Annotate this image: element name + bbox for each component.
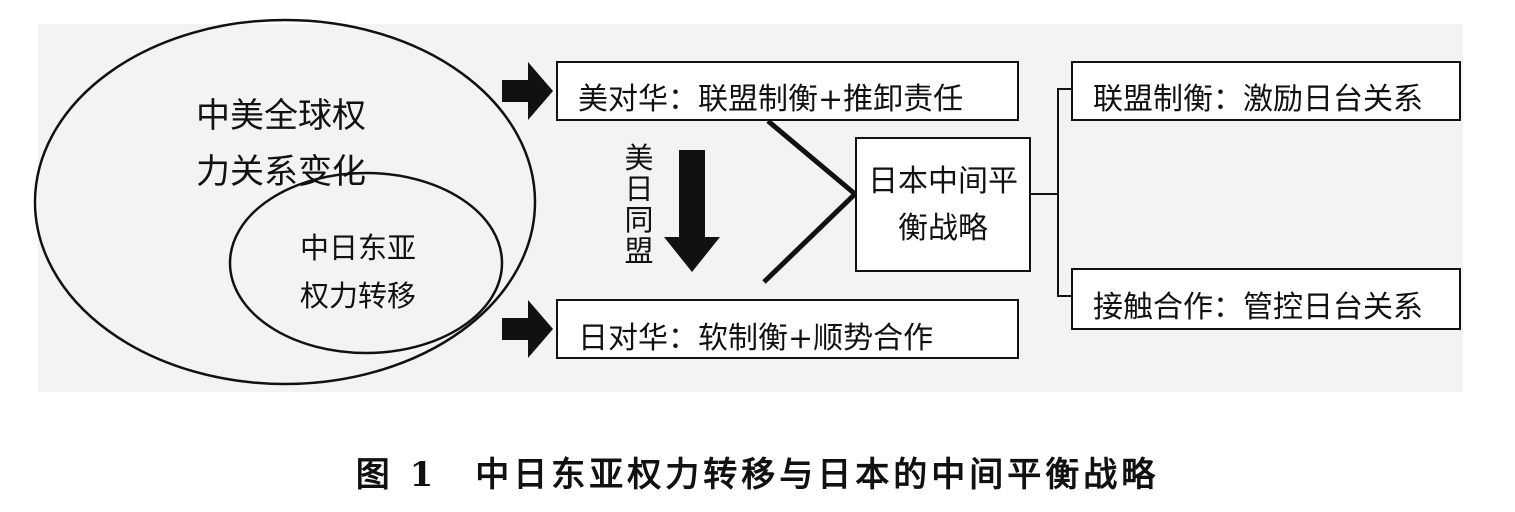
- figure-caption: 图 1 中日东亚权力转移与日本的中间平衡战略: [355, 455, 1160, 495]
- outer-circle-label: 中美全球权力关系变化: [196, 96, 366, 192]
- inner-circle-label: 中日东亚权力转移: [300, 231, 417, 313]
- us-policy-label: 美对华：联盟制衡+推卸责任: [578, 82, 964, 117]
- arrow-to-japan-box: [502, 300, 553, 358]
- alliance-balance-box: 联盟制衡：激励日台关系: [1071, 61, 1461, 121]
- inner-ellipse: [228, 171, 504, 355]
- connector-chevron: [762, 119, 859, 284]
- alliance-balance-label: 联盟制衡：激励日台关系: [1093, 82, 1423, 117]
- us-policy-box: 美对华：联盟制衡+推卸责任: [556, 61, 1019, 121]
- engagement-cooperation-label: 接触合作：管控日台关系: [1093, 290, 1423, 325]
- center-strategy-label: 日本中间平衡战略: [868, 164, 1018, 246]
- right-bracket: [1057, 88, 1071, 297]
- engagement-cooperation-box: 接触合作：管控日台关系: [1071, 268, 1461, 330]
- japan-policy-box: 日对华：软制衡+顺势合作: [556, 299, 1019, 359]
- alliance-label: 美日同盟: [624, 141, 654, 268]
- center-strategy-box: 日本中间平衡战略: [855, 137, 1031, 272]
- outer-ellipse: [33, 18, 537, 386]
- alliance-down-arrow: [664, 150, 720, 272]
- japan-policy-label: 日对华：软制衡+顺势合作: [578, 321, 934, 356]
- arrow-to-us-box: [502, 62, 553, 120]
